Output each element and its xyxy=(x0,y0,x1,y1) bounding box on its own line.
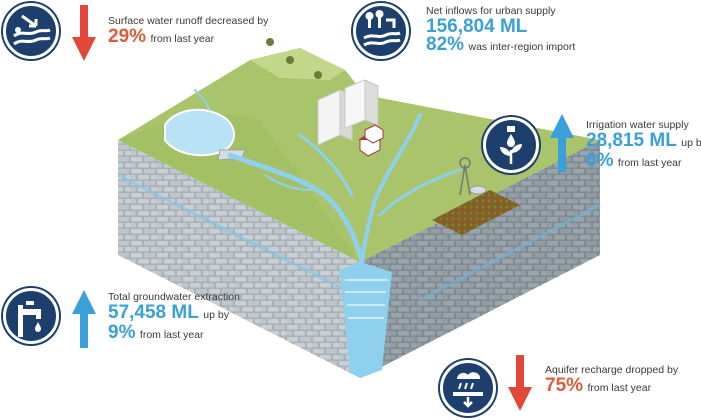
groundwater-value: 57,458 ML xyxy=(108,302,199,323)
down-arrow-icon xyxy=(508,355,532,411)
up-arrow-icon xyxy=(550,114,574,172)
groundwater-suffix: from last year xyxy=(139,329,204,341)
irrigation-up-by: up by xyxy=(681,137,701,149)
groundwater-label: Total groundwater extraction xyxy=(108,291,240,303)
runoff-icon xyxy=(3,3,59,59)
runoff-suffix: from last year xyxy=(150,33,215,45)
up-arrow-icon xyxy=(72,290,96,348)
land-surface xyxy=(118,48,600,262)
aquifer-label: Aquifer recharge dropped by xyxy=(545,364,679,376)
aquifer-suffix: from last year xyxy=(587,382,652,394)
urban-label: Net inflows for urban supply xyxy=(426,5,556,17)
runoff-value: 29% xyxy=(108,26,147,47)
crop-field xyxy=(432,190,520,235)
urban-value: 156,804 ML xyxy=(426,16,528,37)
irrigation-value: 28,815 ML xyxy=(586,130,677,151)
windmill xyxy=(459,157,471,196)
lake xyxy=(164,108,235,157)
groundwater-tap-icon xyxy=(3,288,59,344)
irrigation-percent: 6% xyxy=(586,150,614,171)
river-network xyxy=(194,89,462,265)
left-rock-face xyxy=(118,140,360,378)
runoff-label: Surface water runoff decreased by xyxy=(108,15,269,27)
urban-import-value: 82% xyxy=(426,34,465,55)
aquifer-value: 75% xyxy=(545,375,584,396)
urban-import-suffix: was inter-region import xyxy=(468,41,576,53)
irrigation-suffix: from last year xyxy=(617,157,682,169)
aquifer-recharge-icon xyxy=(440,360,496,416)
irrigation-icon xyxy=(483,117,539,173)
urban-supply-icon xyxy=(353,3,409,59)
city-buildings xyxy=(317,79,384,157)
right-rock-face xyxy=(360,140,600,378)
groundwater-percent: 9% xyxy=(108,322,136,343)
groundwater-up-by: up by xyxy=(203,309,229,321)
irrigation-label: Irrigation water supply xyxy=(586,119,689,131)
down-arrow-icon xyxy=(72,5,96,61)
